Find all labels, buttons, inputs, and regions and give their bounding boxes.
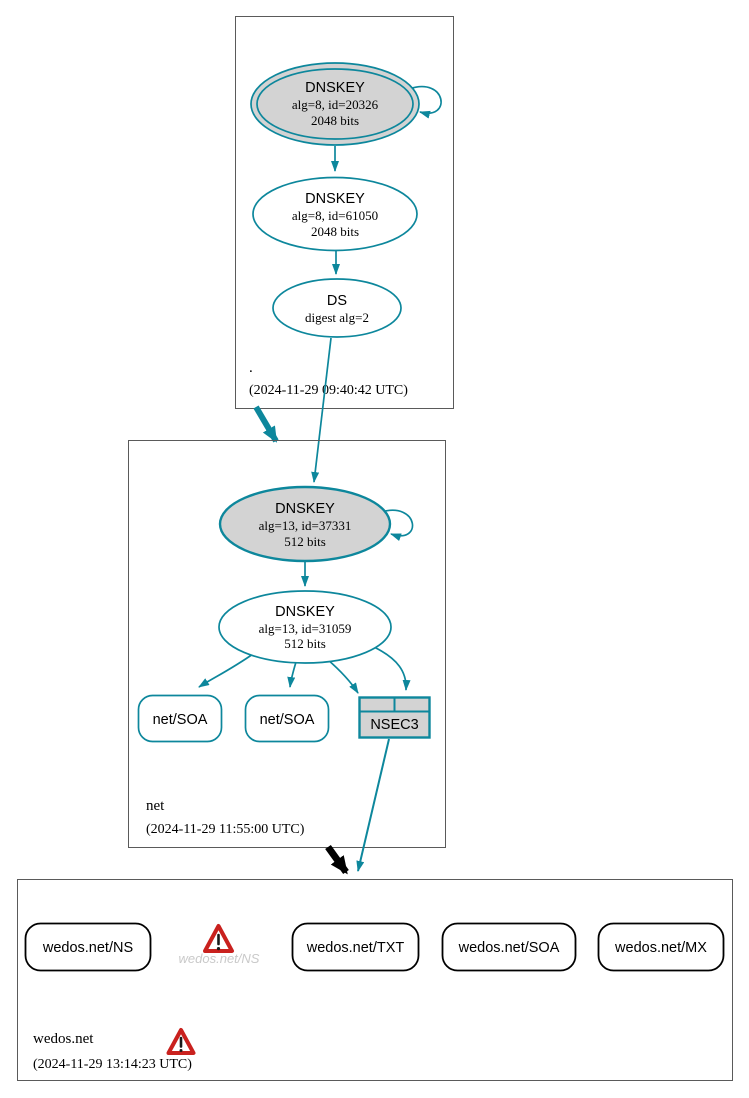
- wedos-net-mx-label: wedos.net/MX: [614, 940, 707, 956]
- node-wedos-net-mx[interactable]: wedos.net/MX: [597, 922, 725, 972]
- zone-root: DNSKEY alg=8, id=20326 2048 bits DNSKEY …: [235, 16, 454, 409]
- zone-root-label: .: [249, 360, 253, 376]
- node-net-soa-1[interactable]: net/SOA: [137, 694, 223, 743]
- node-wedos-net-txt[interactable]: wedos.net/TXT: [291, 922, 420, 972]
- node-wedos-net-ns[interactable]: wedos.net/NS: [24, 922, 152, 972]
- wedos-net-ns-label: wedos.net/NS: [42, 940, 133, 956]
- zone-wedos-net-box: [17, 879, 733, 1081]
- edge-net-zsk-to-nsec3-left: [326, 658, 359, 694]
- root-ds-type: DS: [327, 293, 347, 309]
- edge-root-zone-to-net-zone-delegation: [253, 405, 279, 443]
- net-soa-2-label: net/SOA: [260, 712, 315, 728]
- wedos-net-txt-label: wedos.net/TXT: [306, 940, 405, 956]
- edge-net-ksk-selfloop: [380, 509, 414, 542]
- root-ksk-alg: alg=8, id=20326: [292, 97, 379, 112]
- root-zsk-bits: 2048 bits: [311, 224, 359, 239]
- root-ksk-type: DNSKEY: [305, 80, 365, 96]
- net-ksk-bits: 512 bits: [284, 534, 326, 549]
- zone-wedos-net: wedos.net/NS wedos.net/NS wedos.net/TXT …: [17, 879, 733, 1081]
- net-ksk-alg: alg=13, id=37331: [259, 518, 352, 533]
- zone-root-timestamp: (2024-11-29 09:40:42 UTC): [249, 383, 408, 398]
- edge-root-ksk-selfloop: [408, 85, 442, 119]
- zone-wedos-net-timestamp: (2024-11-29 13:14:23 UTC): [33, 1057, 192, 1072]
- zone-net-label: net: [146, 798, 165, 814]
- node-net-dnskey-ksk[interactable]: DNSKEY alg=13, id=37331 512 bits: [218, 485, 392, 563]
- net-zsk-bits: 512 bits: [284, 636, 326, 651]
- zone-net: DNSKEY alg=13, id=37331 512 bits DNSKEY …: [128, 440, 446, 848]
- wedos-net-ns-ghost-label: wedos.net/NS: [179, 951, 260, 966]
- node-root-ds[interactable]: DS digest alg=2: [272, 278, 402, 338]
- edge-net-zone-to-wedos-zone-delegation: [325, 844, 349, 875]
- net-zsk-type: DNSKEY: [275, 604, 335, 620]
- zone-wedos-net-label: wedos.net: [33, 1031, 94, 1047]
- zone-net-timestamp: (2024-11-29 11:55:00 UTC): [146, 822, 305, 837]
- net-ksk-type: DNSKEY: [275, 501, 335, 517]
- node-wedos-net-soa[interactable]: wedos.net/SOA: [441, 922, 577, 972]
- root-ksk-bits: 2048 bits: [311, 113, 359, 128]
- node-net-dnskey-zsk[interactable]: DNSKEY alg=13, id=31059 512 bits: [218, 590, 392, 664]
- zone-net-box: [128, 440, 446, 848]
- node-root-dnskey-ksk[interactable]: DNSKEY alg=8, id=20326 2048 bits: [250, 62, 420, 146]
- node-root-dnskey-zsk[interactable]: DNSKEY alg=8, id=61050 2048 bits: [252, 176, 418, 252]
- node-net-nsec3[interactable]: NSEC3: [358, 696, 431, 739]
- edge-root-ds-to-net-ksk: [311, 337, 332, 483]
- zone-wedos-net-warning: [166, 1028, 196, 1055]
- net-nsec3-label: NSEC3: [370, 717, 418, 733]
- edge-net-zsk-to-soa2: [287, 661, 297, 688]
- zone-root-box: [235, 16, 454, 409]
- net-soa-1-label: net/SOA: [153, 712, 208, 728]
- edge-net-zsk-to-soa1: [198, 653, 254, 688]
- root-ds-alg: digest alg=2: [305, 310, 369, 325]
- edge-net-nsec3-to-wedos-zone: [356, 738, 390, 872]
- wedos-net-soa-label: wedos.net/SOA: [458, 940, 560, 956]
- root-zsk-type: DNSKEY: [305, 191, 365, 207]
- node-wedos-net-ns-ghost[interactable]: wedos.net/NS: [179, 924, 260, 966]
- net-zsk-alg: alg=13, id=31059: [259, 621, 352, 636]
- node-net-soa-2[interactable]: net/SOA: [244, 694, 330, 743]
- root-zsk-alg: alg=8, id=61050: [292, 208, 378, 223]
- edge-net-zsk-to-nsec3-top: [373, 646, 411, 691]
